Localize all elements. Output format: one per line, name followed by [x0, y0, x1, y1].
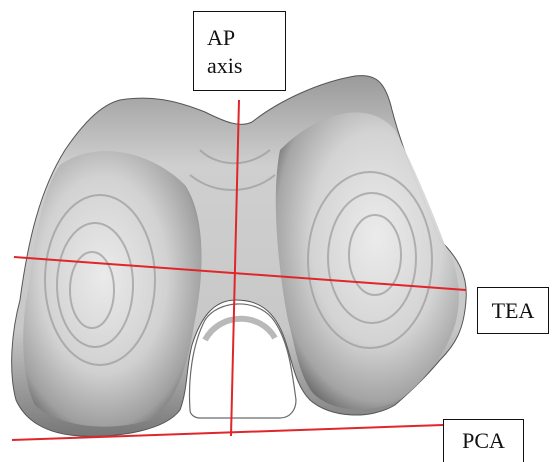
- pca-label-box: PCA: [443, 419, 524, 462]
- ap-axis-label-box: AP axis: [193, 11, 286, 91]
- lateral-condyle: [23, 151, 201, 426]
- pca-label: PCA: [462, 427, 505, 455]
- ap-axis-label-line2: axis: [207, 52, 285, 80]
- ap-axis-label-line1: AP: [207, 24, 285, 52]
- tea-label-box: TEA: [477, 287, 549, 334]
- tea-label: TEA: [492, 297, 535, 325]
